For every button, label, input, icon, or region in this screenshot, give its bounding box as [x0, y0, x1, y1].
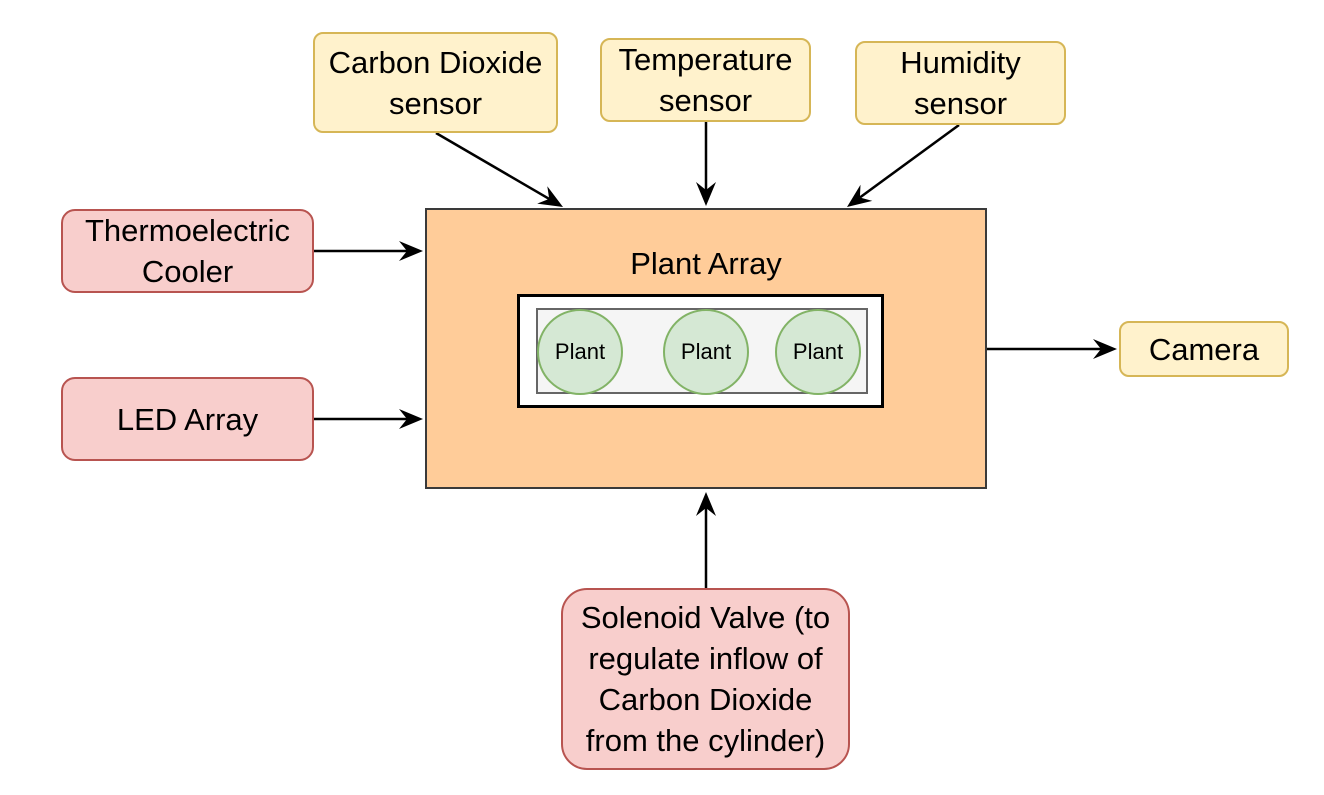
arrow-cooler-to-plant-array-head: [399, 241, 423, 261]
plant-tray-inner: Plant Plant Plant: [536, 308, 868, 395]
temperature-sensor-node: Temperature sensor: [600, 38, 811, 122]
arrow-led-to-plant-array-head: [399, 409, 423, 429]
arrow-humidity-to-plant-array-head: [847, 184, 873, 207]
co2-sensor-node: Carbon Dioxide sensor: [313, 32, 558, 133]
arrow-valve-to-plant-array-head: [696, 492, 716, 516]
humidity-sensor-node: Humidity sensor: [855, 41, 1066, 125]
arrow-temperature-to-plant-array-head: [696, 182, 716, 206]
plant-circle-2: Plant: [663, 309, 749, 395]
camera-node: Camera: [1119, 321, 1289, 377]
thermoelectric-cooler-node: Thermoelectric Cooler: [61, 209, 314, 293]
arrow-plant-array-to-camera-head: [1093, 339, 1117, 359]
arrow-co2-to-plant-array: [435, 131, 550, 200]
plant-circle-3: Plant: [775, 309, 861, 395]
solenoid-valve-node: Solenoid Valve (to regulate inflow of Ca…: [561, 588, 850, 770]
plant-array-container: Plant Array Plant Plant Plant: [425, 208, 987, 489]
plant-circle-1: Plant: [537, 309, 623, 395]
led-array-node: LED Array: [61, 377, 314, 461]
arrow-humidity-to-plant-array: [859, 123, 960, 199]
plant-tray-outer: Plant Plant Plant: [517, 294, 884, 408]
arrow-co2-to-plant-array-head: [537, 186, 563, 207]
plant-array-title: Plant Array: [630, 246, 782, 281]
